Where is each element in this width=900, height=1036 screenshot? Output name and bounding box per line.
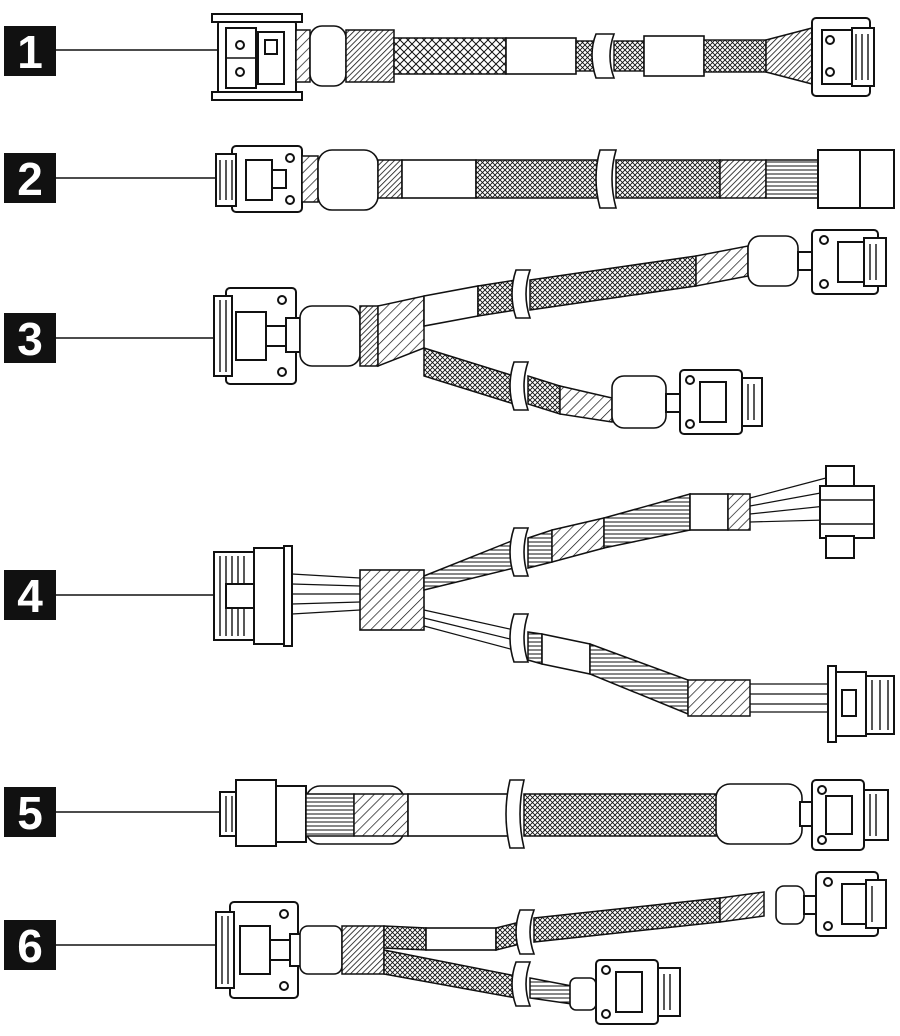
- callout-number: 4: [17, 570, 43, 622]
- cable-5: [219, 779, 889, 851]
- callout-4: 4: [4, 570, 225, 622]
- cable-2-right-connector: [817, 149, 895, 209]
- callout-3: 3: [4, 313, 225, 365]
- callout-5: 5: [4, 787, 225, 839]
- callout-number: 5: [17, 787, 43, 839]
- cable-1-left-connector: [211, 13, 303, 101]
- cable-6-upper-connector: [803, 871, 887, 937]
- cable-1-right-connector: [811, 17, 875, 97]
- callout-1: 1: [4, 26, 225, 78]
- cable-4-lower-connector: [827, 665, 895, 743]
- callout-number: 3: [17, 313, 43, 365]
- cable-5-right-connector: [799, 779, 889, 851]
- cable-2-left-connector: [215, 145, 303, 213]
- callout-number: 2: [17, 153, 43, 205]
- cable-3-left-connector: [213, 287, 301, 385]
- cable-1: [211, 13, 875, 101]
- callout-number: 6: [17, 920, 43, 972]
- cable-6-lower-connector: [595, 959, 681, 1025]
- cable-5-left-connector: [219, 779, 307, 847]
- cable-3-upper-connector: [797, 229, 887, 295]
- cable-4: [213, 465, 895, 743]
- callout-6: 6: [4, 920, 225, 972]
- cable-4-left-connector: [213, 545, 293, 647]
- cable-4-upper-connector: [819, 465, 875, 559]
- callout-number: 1: [17, 26, 43, 78]
- cable-2: [215, 145, 895, 213]
- cable-6-left-connector: [215, 901, 303, 999]
- callout-2: 2: [4, 153, 225, 205]
- cable-6: [215, 871, 887, 1025]
- cable-3-lower-connector: [665, 369, 763, 435]
- cable-3: [213, 229, 887, 435]
- cable-4-wires-left: [291, 573, 361, 615]
